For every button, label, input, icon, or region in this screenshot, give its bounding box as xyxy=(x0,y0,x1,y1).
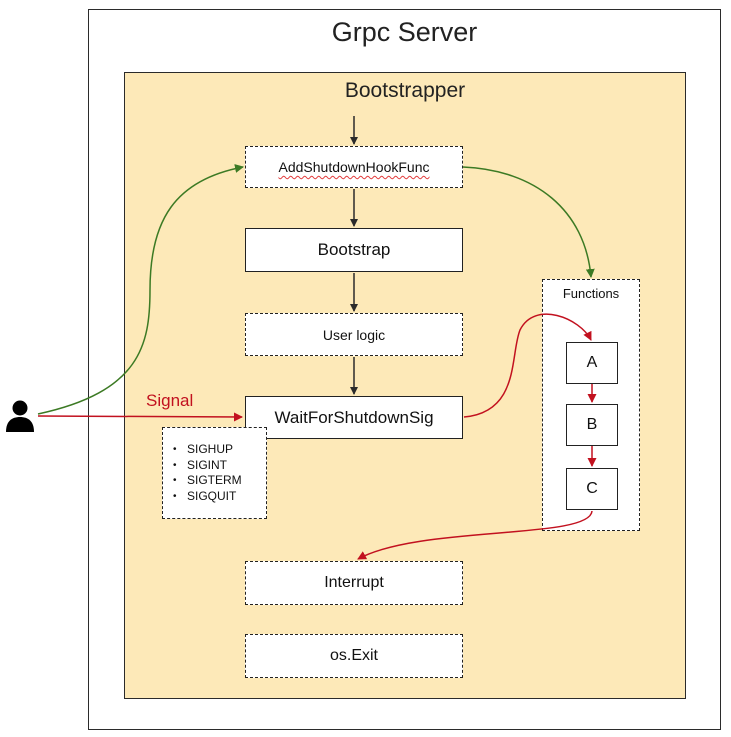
signal-label: Signal xyxy=(146,391,194,410)
function-b-label: B xyxy=(586,416,598,433)
bootstrap-node: Bootstrap xyxy=(245,228,463,272)
os-exit-node: os.Exit xyxy=(245,634,463,678)
user-icon xyxy=(6,400,34,432)
user-logic-node: User logic xyxy=(245,313,463,356)
add-shutdown-hook-label: AddShutdownHookFunc xyxy=(278,159,430,175)
bootstrapper-title: Bootstrapper xyxy=(344,79,466,102)
signal-item-label: SIGTERM xyxy=(187,473,242,487)
signal-item: • SIGQUIT xyxy=(173,489,266,505)
function-a-label: A xyxy=(586,354,598,371)
functions-label: Functions xyxy=(562,286,620,301)
function-c-label: C xyxy=(586,480,598,497)
function-a-node: A xyxy=(566,342,618,384)
os-exit-label: os.Exit xyxy=(329,647,378,664)
signal-item: • SIGINT xyxy=(173,458,266,474)
add-shutdown-hook-node: AddShutdownHookFunc xyxy=(245,146,463,188)
signal-list-box: • SIGHUP • SIGINT • SIGTERM • SIGQUIT xyxy=(162,427,267,519)
user-logic-label: User logic xyxy=(322,326,386,343)
bullet-icon: • xyxy=(173,444,177,455)
signal-item-label: SIGQUIT xyxy=(187,488,237,503)
function-b-node: B xyxy=(566,404,618,446)
bullet-icon: • xyxy=(173,490,177,502)
wait-for-shutdown-node: WaitForShutdownSig xyxy=(245,396,463,439)
signal-item-label: SIGHUP xyxy=(187,442,234,456)
function-c-node: C xyxy=(566,468,618,510)
interrupt-label: Interrupt xyxy=(324,574,384,591)
bullet-icon: • xyxy=(173,459,177,471)
signal-item-label: SIGINT xyxy=(187,457,228,472)
bootstrap-label: Bootstrap xyxy=(317,240,391,259)
signal-item: • SIGTERM xyxy=(173,473,266,489)
signal-list: • SIGHUP • SIGINT • SIGTERM • SIGQUIT xyxy=(173,442,266,504)
signal-item: • SIGHUP xyxy=(173,442,266,458)
wait-for-shutdown-label: WaitForShutdownSig xyxy=(274,407,434,427)
interrupt-node: Interrupt xyxy=(245,561,463,605)
bullet-icon: • xyxy=(173,475,177,486)
grpc-server-title: Grpc Server xyxy=(331,17,478,47)
